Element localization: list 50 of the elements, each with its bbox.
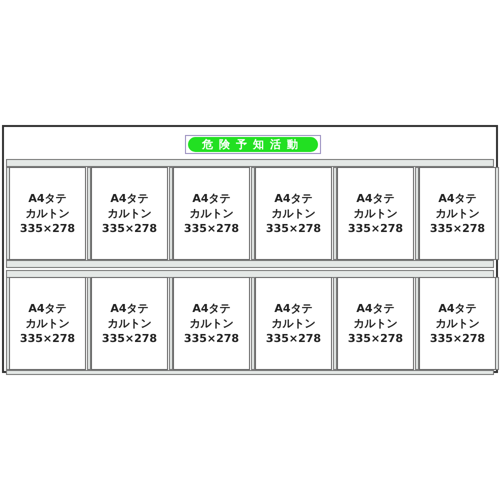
pocket-label: 335×278	[102, 331, 158, 346]
pocket-label: A4タテ	[438, 301, 477, 316]
pocket-label: 335×278	[430, 331, 486, 346]
pocket-label: カルトン	[272, 316, 316, 331]
document-pocket	[255, 167, 332, 260]
document-pocket	[337, 167, 414, 260]
pocket-label: A4タテ	[274, 301, 313, 316]
document-pocket	[91, 167, 168, 260]
pocket-label: A4タテ	[28, 191, 67, 206]
pocket-label: 335×278	[348, 331, 404, 346]
pocket-label: 335×278	[348, 221, 404, 236]
pocket-label: A4タテ	[356, 301, 395, 316]
pocket-label: A4タテ	[28, 301, 67, 316]
document-pocket	[419, 277, 496, 370]
pocket-label: カルトン	[354, 316, 398, 331]
document-pocket	[337, 277, 414, 370]
pocket-label: A4タテ	[192, 301, 231, 316]
pocket-label: 335×278	[20, 221, 76, 236]
pocket-label: 335×278	[266, 221, 322, 236]
document-pocket	[255, 277, 332, 370]
pocket-label: カルトン	[436, 206, 480, 221]
pocket-label: 335×278	[102, 221, 158, 236]
pocket-label: カルトン	[190, 206, 234, 221]
document-pocket	[173, 167, 250, 260]
board-panel	[2, 125, 498, 373]
pocket-label: A4タテ	[356, 191, 395, 206]
document-pocket	[419, 167, 496, 260]
document-pocket	[91, 277, 168, 370]
pocket-label: カルトン	[190, 316, 234, 331]
document-pocket	[9, 277, 86, 370]
pocket-label: A4タテ	[192, 191, 231, 206]
pocket-label: カルトン	[108, 316, 152, 331]
pocket-label: 335×278	[430, 221, 486, 236]
pocket-label: カルトン	[272, 206, 316, 221]
document-pocket	[9, 167, 86, 260]
pocket-label: カルトン	[26, 206, 70, 221]
pocket-label: 335×278	[266, 331, 322, 346]
pocket-label: カルトン	[354, 206, 398, 221]
pocket-label: カルトン	[26, 316, 70, 331]
pocket-label: 335×278	[184, 331, 240, 346]
pocket-label: カルトン	[436, 316, 480, 331]
pocket-label: A4タテ	[110, 191, 149, 206]
pocket-label: 335×278	[20, 331, 76, 346]
pocket-label: A4タテ	[438, 191, 477, 206]
pocket-label: 335×278	[184, 221, 240, 236]
title-banner: 危険予知活動	[185, 135, 321, 154]
pocket-label: A4タテ	[110, 301, 149, 316]
pocket-label: カルトン	[108, 206, 152, 221]
pocket-label: A4タテ	[274, 191, 313, 206]
document-pocket	[173, 277, 250, 370]
